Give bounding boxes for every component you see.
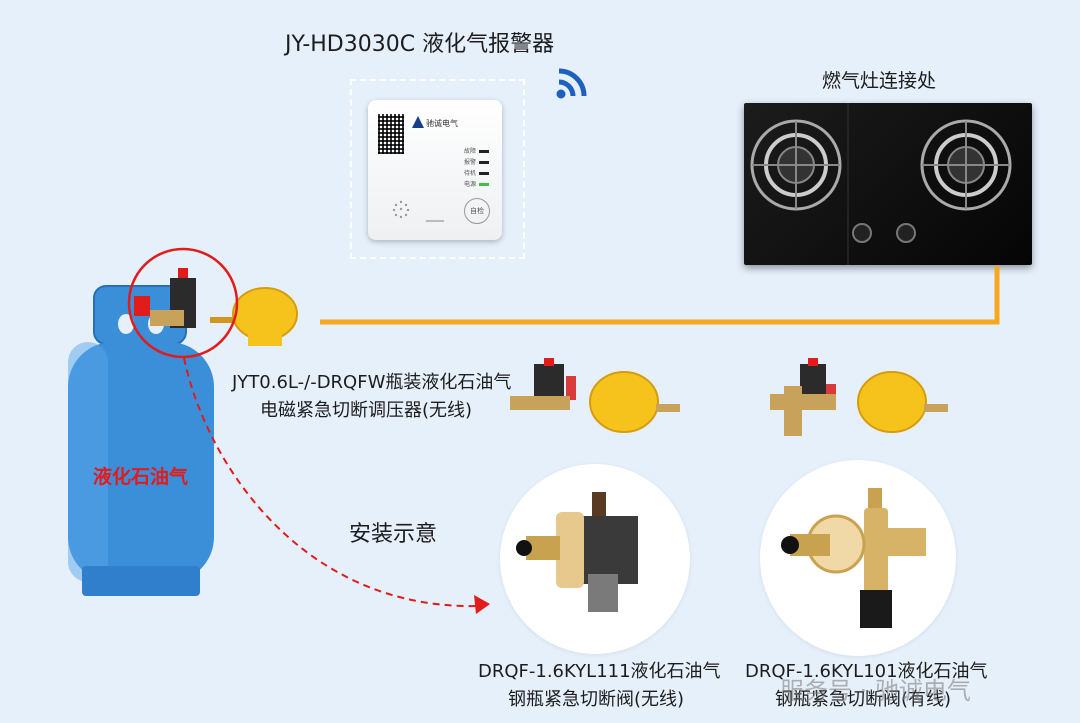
valve-wireless-icon: [516, 492, 638, 612]
indicator-alarm: 报警: [464, 157, 490, 166]
regulator-description: 电磁紧急切断调压器(无线): [259, 400, 473, 421]
valve-wired-photo: [760, 460, 956, 656]
regulator-wireless-image: [510, 358, 680, 433]
tank-label: 液化石油气: [93, 466, 189, 488]
indicator-standby: 待机: [464, 168, 490, 177]
valve-wired-description: 钢瓶紧急切断阀(有线): [774, 689, 952, 710]
valve-wired-caption: DRQF-1.6KYL101液化石油气 钢瓶紧急切断阀(有线): [745, 658, 988, 714]
gas-detector-device: 驰诚电气 故障 报警 待机 电源 自检: [368, 100, 502, 240]
tank-valve-regulator: [150, 268, 298, 346]
valve-wireless-description: 钢瓶紧急切断阀(无线): [507, 689, 685, 710]
regulator-caption: JYT0.6L-/-DRQFW瓶装液化石油气 电磁紧急切断调压器(无线): [232, 369, 512, 425]
detector-title: JY-HD3030C 液化气报警器: [285, 32, 555, 57]
status-bar: [426, 220, 444, 222]
lpg-tank: [68, 285, 214, 596]
speaker-grille-icon: [392, 200, 410, 219]
valve-wireless-photo: [500, 464, 690, 654]
watermark: 服务号 · 驰诚电气: [780, 677, 971, 705]
qr-code-icon: [378, 114, 404, 154]
detector-brand: 驰诚电气: [426, 119, 458, 128]
highlight-circle: [127, 247, 239, 359]
wifi-icon: [556, 68, 587, 99]
valve-wireless-caption: DRQF-1.6KYL111液化石油气 钢瓶紧急切断阀(无线): [478, 658, 721, 714]
valve-wired-model: DRQF-1.6KYL101液化石油气: [745, 661, 988, 682]
indicator-fault: 故障: [464, 146, 490, 155]
valve-wired-icon: [781, 488, 926, 628]
brand-logo-icon: [412, 116, 424, 128]
regulator-wired-image: [770, 358, 948, 436]
regulator-model: JYT0.6L-/-DRQFW瓶装液化石油气: [232, 372, 512, 393]
install-label: 安装示意: [349, 522, 438, 547]
valve-wireless-model: DRQF-1.6KYL111液化石油气: [478, 661, 721, 682]
indicator-power: 电源: [464, 179, 490, 188]
stove-label: 燃气灶连接处: [822, 70, 937, 92]
gas-stove: [744, 103, 1032, 265]
detector-frame: [350, 79, 525, 259]
stove-burners-icon: [750, 103, 1012, 265]
self-test-button[interactable]: 自检: [464, 198, 490, 224]
